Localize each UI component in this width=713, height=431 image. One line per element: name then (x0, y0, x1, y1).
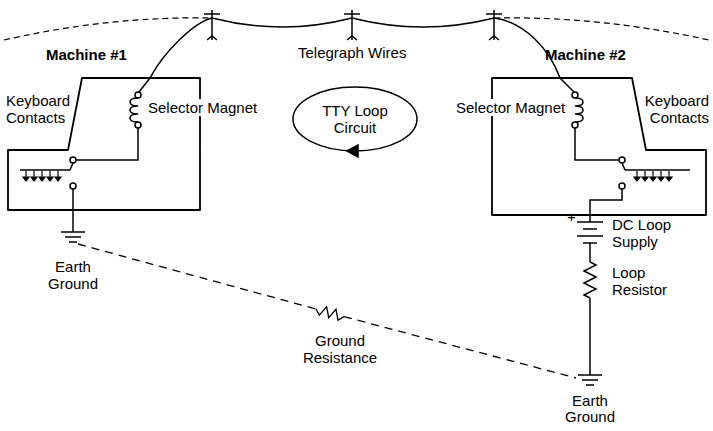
housing-outline (490, 44, 708, 216)
resistor-symbol (316, 307, 344, 320)
dashed-wire (494, 18, 709, 40)
text-label: Earth Ground (556, 393, 624, 425)
arrowhead (666, 177, 672, 181)
arrowhead (642, 177, 648, 181)
loop-arrow (293, 87, 417, 157)
contact-link (622, 163, 625, 170)
machine-label: Machine #1 (46, 46, 127, 64)
contact-bar (625, 169, 690, 171)
key-contacts-1 (23, 171, 61, 181)
coil-symbol (130, 98, 138, 122)
crossarm (344, 13, 360, 15)
ground-symbol (61, 231, 85, 233)
wire (589, 298, 591, 375)
loop-ellipse (293, 87, 417, 151)
text-label: Loop Resistor (612, 264, 692, 298)
wire (560, 78, 574, 92)
pole-foot (489, 36, 499, 40)
arrowhead (658, 177, 664, 181)
housing-outline (6, 44, 202, 212)
text-label: DC Loop Supply (612, 216, 704, 250)
battery-plate (583, 228, 597, 230)
crossarm (486, 13, 502, 15)
dashed-ground-line (78, 244, 316, 309)
terminal (70, 157, 76, 163)
machine-housing: Machine #2 (490, 44, 708, 216)
terminal (619, 157, 625, 163)
pole-foot (347, 36, 357, 40)
resistor-symbol (584, 262, 596, 298)
dashed-ground-line (344, 317, 576, 378)
arrowhead (55, 177, 61, 181)
ground-symbol (586, 384, 594, 386)
crossarm (204, 13, 220, 15)
machine-label: Machine #2 (545, 46, 626, 64)
wire (575, 128, 619, 160)
wire (139, 78, 150, 92)
machine-housing: Machine #1 (6, 44, 202, 212)
ground-symbol (578, 374, 602, 376)
text-label: + (567, 208, 576, 225)
terminal (572, 122, 578, 128)
text-label: Selector Magnet (146, 99, 259, 116)
wire-label: Telegraph Wires (296, 44, 408, 61)
wire-continuation (4, 18, 709, 40)
arrowhead (650, 177, 656, 181)
battery-plate (577, 221, 603, 223)
ground-path (78, 244, 576, 378)
arrowhead (23, 177, 29, 181)
arrowhead (47, 177, 53, 181)
battery-plate (577, 235, 603, 237)
terminal (70, 183, 76, 189)
arrowhead (39, 177, 45, 181)
key-contacts-2 (634, 171, 672, 181)
arrowhead (31, 177, 37, 181)
text-label: Selector Magnet (454, 99, 567, 116)
text-label: Ground Resistance (295, 332, 385, 366)
ground-symbol (582, 379, 598, 381)
pole-foot (207, 36, 217, 40)
coil-symbol (575, 98, 583, 122)
arrowhead (634, 177, 640, 181)
text-label: Earth Ground (36, 258, 110, 292)
terminal (572, 92, 578, 98)
dashed-wire (4, 18, 212, 40)
terminal (135, 92, 141, 98)
arrowhead (347, 145, 358, 157)
terminal (135, 122, 141, 128)
contact-link (70, 163, 73, 170)
ground-symbol (65, 236, 81, 238)
wire (589, 243, 591, 262)
contact-bar (20, 169, 70, 171)
wire (76, 128, 138, 160)
terminal (619, 183, 625, 189)
text-label: Keyboard Contacts (640, 92, 709, 126)
ground-symbol (69, 241, 77, 243)
text-label: TTY Loop Circuit (305, 102, 405, 136)
text-label: Keyboard Contacts (6, 92, 72, 126)
telegraph-wire (150, 18, 560, 78)
